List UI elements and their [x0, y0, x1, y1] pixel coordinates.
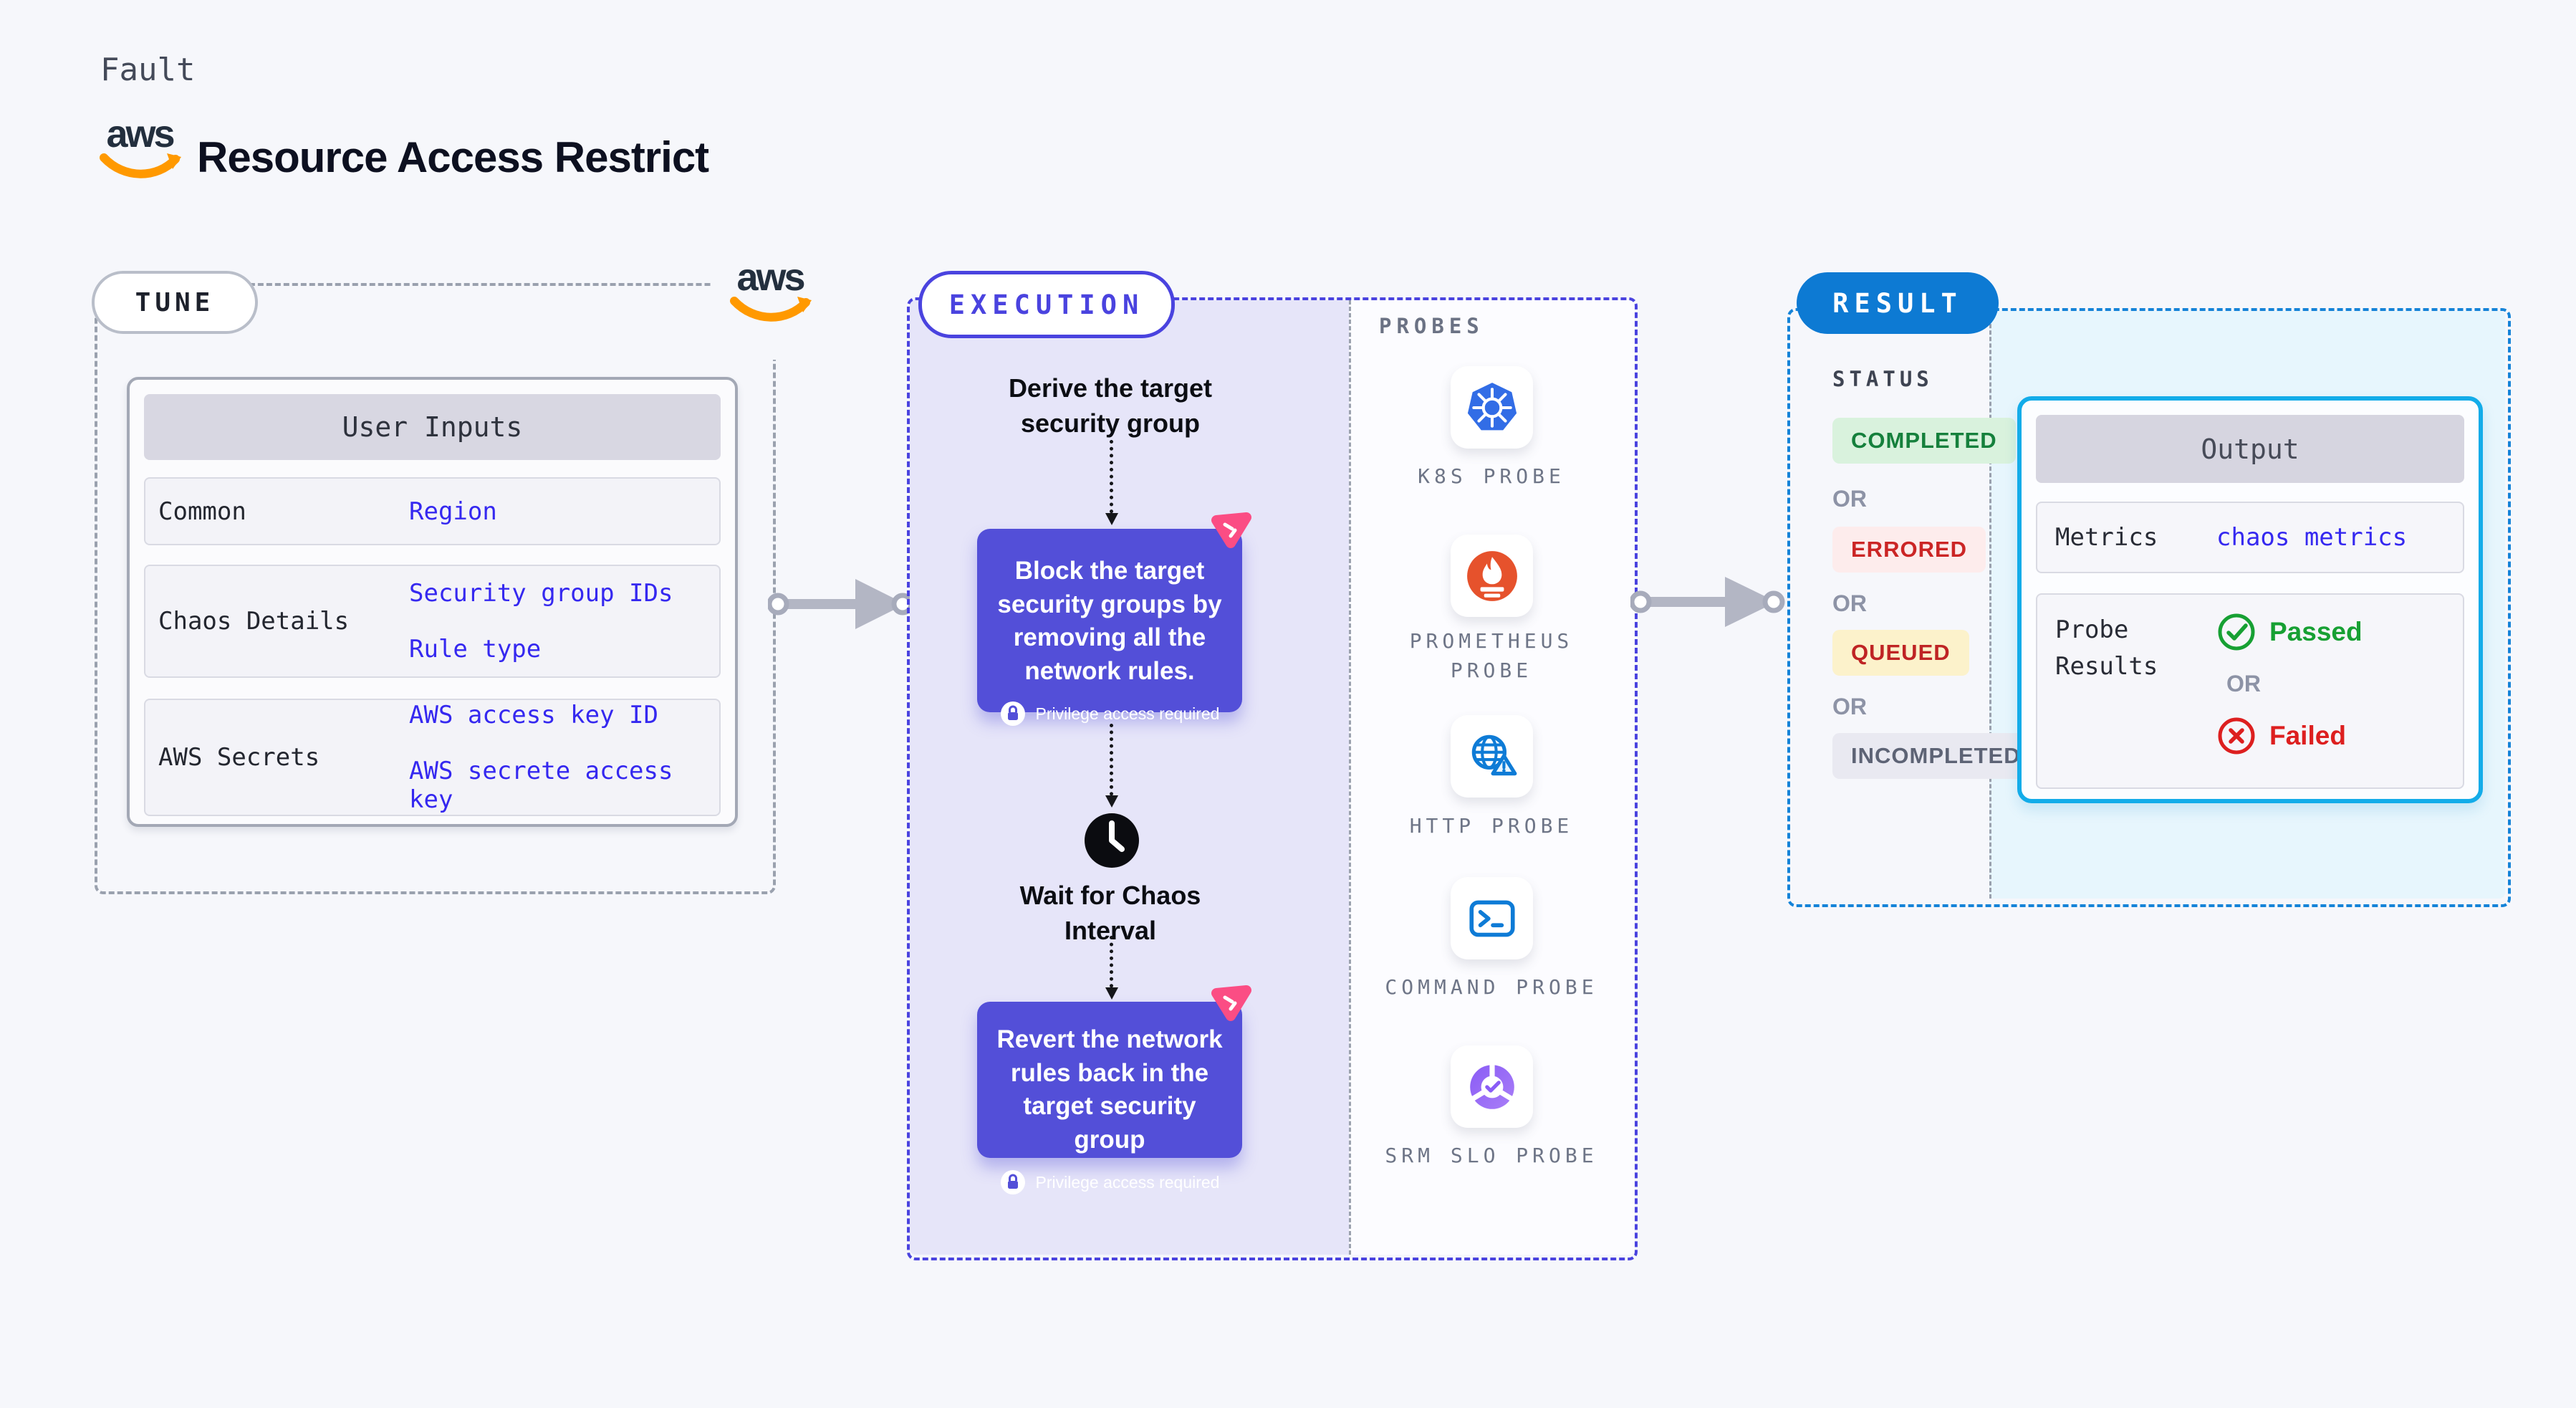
clock-icon [1085, 813, 1139, 868]
user-inputs-card: User Inputs Common Region Chaos Details … [127, 377, 738, 827]
privilege-row: Privilege access required [991, 701, 1228, 727]
passed-result: Passed [2216, 612, 2363, 652]
terminal-icon [1469, 900, 1515, 937]
row-value: AWS access key ID [409, 701, 658, 729]
aws-smile-icon [100, 153, 181, 178]
lock-icon [1000, 701, 1025, 727]
execution-section-box [907, 297, 1638, 1260]
execution-probes-divider [1349, 300, 1351, 1255]
srm-slo-icon [1469, 1063, 1514, 1109]
or-separator: OR [2226, 671, 2261, 696]
tune-to-execution-arrow [768, 579, 913, 629]
status-badge-incompleted: INCOMPLETED [1832, 733, 2039, 779]
metrics-row: Metrics chaos metrics [2036, 502, 2464, 573]
probe-label: SRM SLO PROBE [1385, 1144, 1598, 1167]
privilege-label: Privilege access required [1035, 704, 1220, 723]
status-badge-errored: ERRORED [1832, 527, 1986, 573]
or-separator: OR [1832, 590, 1867, 616]
status-title: STATUS [1832, 367, 1933, 391]
failed-label: Failed [2269, 721, 2346, 750]
user-inputs-header: User Inputs [144, 394, 721, 460]
or-separator: OR [1832, 694, 1867, 719]
or-separator: OR [1832, 486, 1867, 512]
privilege-label: Privilege access required [1035, 1172, 1220, 1192]
probe-label: K8S PROBE [1418, 464, 1565, 488]
row-value: Security group IDs [409, 579, 673, 608]
row-value: Rule type [409, 635, 542, 664]
probe-card-prometheus [1451, 535, 1533, 617]
user-inputs-row-aws-secrets: AWS Secrets AWS access key ID AWS secret… [144, 699, 721, 816]
check-circle-icon [2218, 613, 2255, 651]
execution-pill: EXECUTION [918, 271, 1175, 338]
block-step-text: Block the target security groups by remo… [997, 557, 1222, 685]
aws-logo-small: aws [729, 258, 812, 360]
chaos-logo-icon [1211, 985, 1251, 1021]
output-card: Output Metrics chaos metrics Probe Resul… [2017, 396, 2483, 803]
tune-section-box [95, 283, 776, 894]
execution-to-result-arrow [1630, 577, 1785, 627]
metrics-label: Metrics [2055, 522, 2158, 552]
probe-card-srm-slo [1451, 1045, 1533, 1128]
probes-title: PROBES [1379, 314, 1484, 338]
probe-card-http [1451, 715, 1533, 798]
row-label: Common [158, 497, 246, 526]
result-section-box [1787, 308, 2511, 907]
flow-arrow-down-icon [1105, 724, 1118, 808]
probe-label: PROMETHEUS PROBE [1409, 629, 1574, 682]
status-badge-completed: COMPLETED [1832, 418, 2016, 464]
http-globe-warning-icon [1471, 734, 1517, 775]
derive-step-title: Derive the target security group [1008, 373, 1213, 438]
metrics-value: chaos metrics [2216, 523, 2408, 552]
row-label: AWS Secrets [158, 743, 320, 772]
result-pill: RESULT [1797, 272, 1999, 334]
user-inputs-row-common: Common Region [144, 477, 721, 545]
revert-step-text: Revert the network rules back in the tar… [996, 1025, 1223, 1154]
aws-logo: aws [98, 115, 181, 182]
status-badge-queued: QUEUED [1832, 630, 1969, 676]
probe-label: COMMAND PROBE [1385, 975, 1598, 999]
probe-card-k8s [1451, 366, 1533, 449]
row-value: AWS secrete access key [409, 757, 673, 814]
x-circle-icon [2218, 717, 2255, 755]
privilege-row: Privilege access required [987, 1169, 1232, 1195]
flow-arrow-down-icon [1105, 440, 1118, 525]
block-step-box: Block the target security groups by remo… [977, 529, 1242, 727]
row-value: Region [409, 497, 497, 526]
tune-aws-logo-patch: aws [713, 252, 827, 360]
probe-results-label: Probe Results [2055, 616, 2158, 681]
passed-label: Passed [2269, 617, 2363, 646]
probe-label: HTTP PROBE [1409, 814, 1574, 838]
chaos-logo-icon [1211, 512, 1251, 548]
prometheus-icon [1466, 550, 1517, 601]
aws-logo-text: aws [106, 112, 175, 155]
tune-pill: TUNE [92, 271, 258, 334]
probe-card-command [1451, 877, 1533, 959]
fault-kicker: Fault [100, 52, 196, 88]
failed-result: Failed [2216, 716, 2363, 756]
page-title: Resource Access Restrict [197, 133, 709, 181]
lock-icon [1000, 1170, 1025, 1195]
aws-logo-small-text: aws [736, 256, 805, 299]
flow-arrow-down-icon [1105, 936, 1118, 1000]
kubernetes-icon [1467, 382, 1517, 430]
row-label: Chaos Details [158, 607, 350, 636]
probe-results-row: Probe Results Passed OR Failed [2036, 593, 2464, 789]
output-header: Output [2036, 415, 2464, 483]
user-inputs-row-chaos-details: Chaos Details Security group IDs Rule ty… [144, 565, 721, 678]
aws-smile-icon [730, 297, 812, 322]
status-output-divider [1989, 311, 1991, 899]
revert-step-box: Revert the network rules back in the tar… [977, 1002, 1242, 1195]
